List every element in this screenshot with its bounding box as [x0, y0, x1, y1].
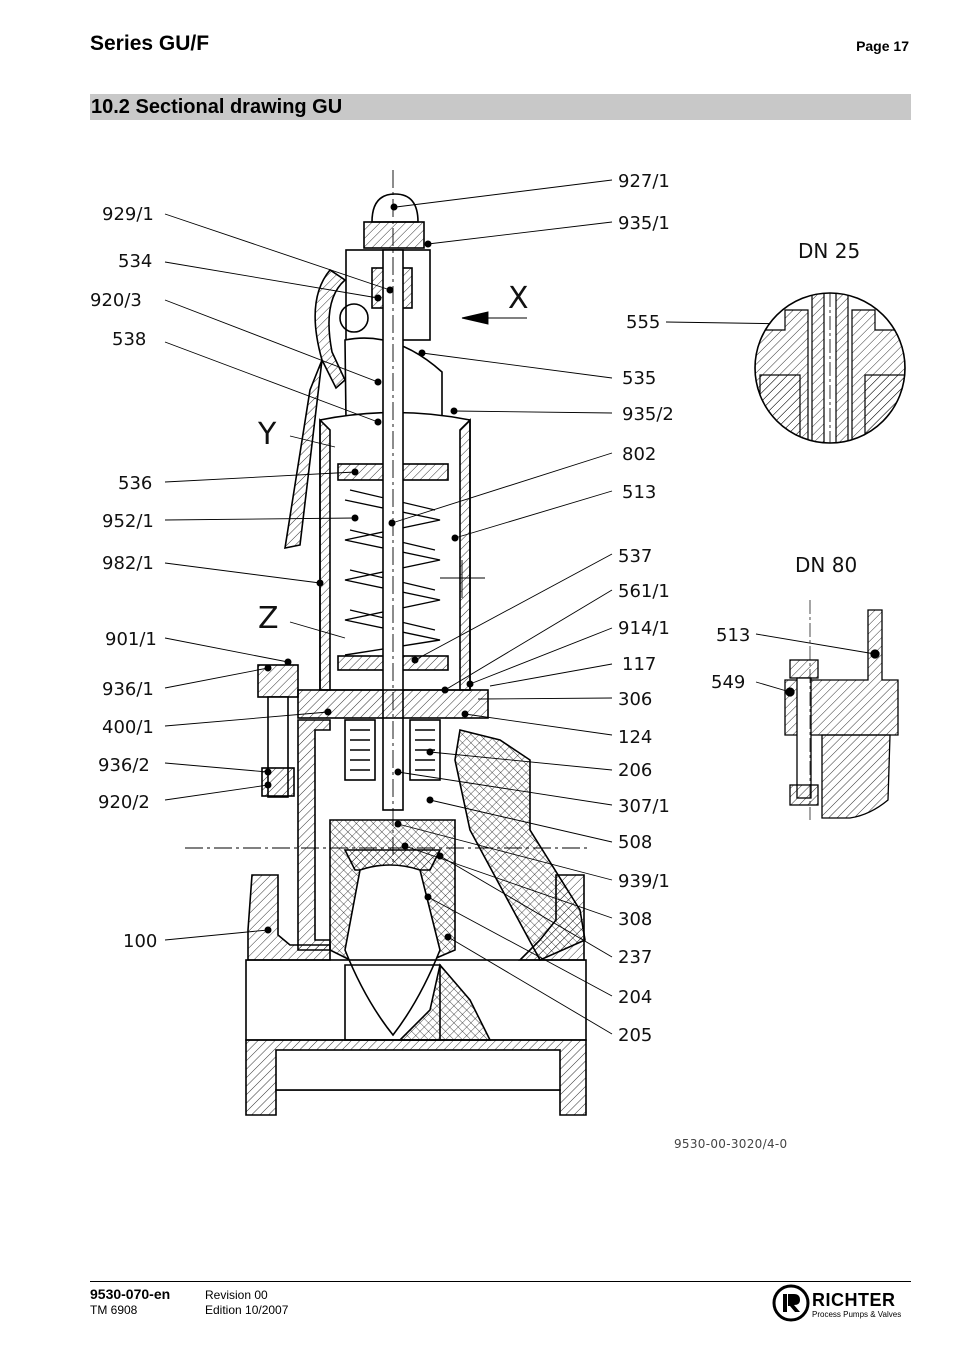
leader-dots [264, 203, 474, 941]
view-marker-z: Z [258, 601, 279, 636]
label-508: 508 [618, 832, 652, 853]
label-802: 802 [622, 444, 656, 465]
label-100: 100 [123, 931, 157, 952]
label-935-1: 935/1 [618, 213, 670, 234]
logo-tagline: Process Pumps & Valves [812, 1310, 902, 1319]
label-204: 204 [618, 987, 652, 1008]
label-237: 237 [618, 947, 652, 968]
label-307-1: 307/1 [618, 796, 670, 817]
series-title: Series GU/F [90, 32, 210, 55]
label-535: 535 [622, 368, 656, 389]
label-952-1: 952/1 [102, 511, 154, 532]
section-heading-bar: 10.2 Sectional drawing GU [90, 94, 911, 120]
label-534: 534 [118, 251, 152, 272]
labels-left: 929/1 534 920/3 538 536 952/1 982/1 901/… [90, 204, 157, 952]
label-920-2: 920/2 [98, 792, 150, 813]
label-927-1: 927/1 [618, 171, 670, 192]
footer-edition: Edition 10/2007 [205, 1303, 289, 1317]
label-513: 513 [622, 482, 656, 503]
label-935-2: 935/2 [622, 404, 674, 425]
footer-doc-number: 9530-070-en [90, 1286, 171, 1302]
label-939-1: 939/1 [618, 871, 670, 892]
footer-revision: Revision 00 [205, 1288, 268, 1302]
view-markers: X Y Z [257, 281, 529, 636]
label-537: 537 [618, 546, 652, 567]
label-206: 206 [618, 760, 652, 781]
footer-rule [90, 1281, 911, 1282]
label-306: 306 [618, 689, 652, 710]
labels-right: 927/1 935/1 535 935/2 802 513 537 561/1 … [618, 171, 674, 1046]
label-920-3: 920/3 [90, 290, 142, 311]
label-dn80-549: 549 [711, 672, 745, 693]
label-400-1: 400/1 [102, 717, 154, 738]
detail-dn25-title: DN 25 [798, 239, 860, 263]
label-117: 117 [622, 654, 656, 675]
view-marker-x: X [508, 281, 529, 316]
label-901-1: 901/1 [105, 629, 157, 650]
leader-lines [164, 179, 613, 1035]
label-555: 555 [626, 312, 660, 333]
label-936-1: 936/1 [102, 679, 154, 700]
label-308: 308 [618, 909, 652, 930]
footer-tm: TM 6908 [90, 1303, 138, 1317]
logo-name: RICHTER [812, 1290, 896, 1310]
detail-dn80-title: DN 80 [795, 553, 857, 577]
label-124: 124 [618, 727, 652, 748]
richter-monogram-icon [772, 1284, 810, 1322]
label-538: 538 [112, 329, 146, 350]
label-536: 536 [118, 473, 152, 494]
detail-dn25: DN 25 555 [626, 239, 906, 444]
label-982-1: 982/1 [102, 553, 154, 574]
section-title: 10.2 Sectional drawing GU [91, 96, 343, 118]
detail-dn80: DN 80 513 549 [711, 553, 899, 820]
view-marker-y: Y [257, 417, 277, 452]
label-914-1: 914/1 [618, 618, 670, 639]
drawing-number: 9530-00-3020/4-0 [674, 1137, 788, 1151]
label-205: 205 [618, 1025, 652, 1046]
richter-logo: RICHTER Process Pumps & Valves [770, 1284, 910, 1324]
valve-body [185, 170, 590, 1116]
label-929-1: 929/1 [102, 204, 154, 225]
label-dn80-513: 513 [716, 625, 750, 646]
page-number: Page 17 [856, 38, 909, 54]
label-561-1: 561/1 [618, 581, 670, 602]
label-936-2: 936/2 [98, 755, 150, 776]
